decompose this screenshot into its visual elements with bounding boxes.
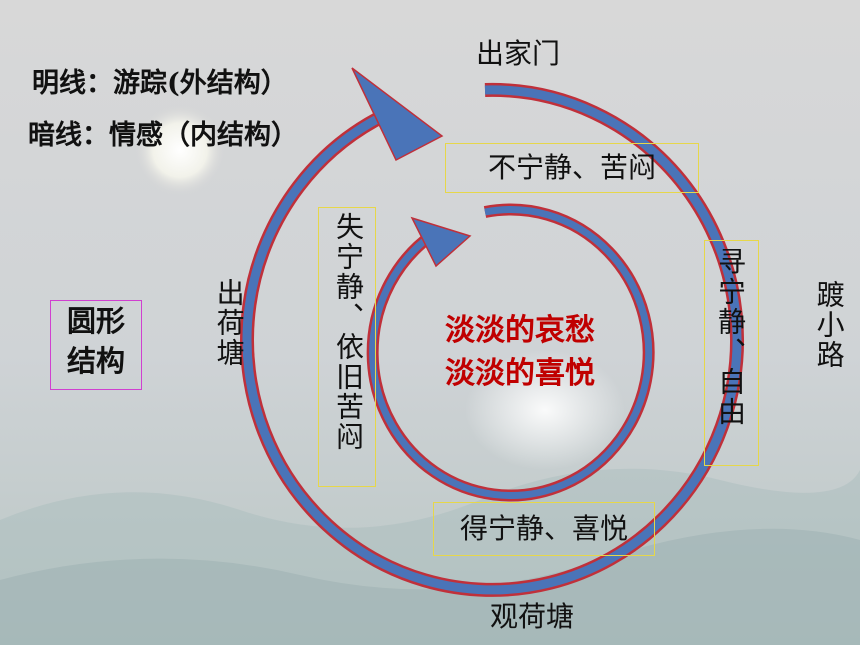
location-right: 踱小路: [812, 280, 846, 370]
location-top: 出家门: [476, 37, 561, 70]
emotion-bottom: 得宁静、喜悦: [433, 502, 655, 556]
structure-label: 圆形 结构: [50, 300, 142, 390]
legend-line-outer: 明线：游踪(外结构）: [32, 68, 288, 99]
legend-line-inner: 暗线：情感（内结构）: [28, 120, 298, 151]
inner-arrow-head: [410, 216, 472, 268]
emotion-right: 寻宁静、自由: [704, 240, 759, 466]
center-line-1: 淡淡的哀愁: [445, 313, 595, 348]
emotion-top: 不宁静、苦闷: [445, 143, 699, 193]
outer-arrow-head: [351, 67, 444, 162]
location-bottom: 观荷塘: [490, 600, 575, 633]
center-line-2: 淡淡的喜悦: [445, 356, 595, 391]
emotion-left: 失宁静、依旧苦闷: [332, 212, 365, 452]
location-left: 出荷塘: [212, 278, 246, 368]
lotus-decoration: [465, 350, 625, 470]
emotion-left-box: 失宁静、依旧苦闷: [318, 207, 376, 487]
moon-decoration: [135, 105, 225, 195]
